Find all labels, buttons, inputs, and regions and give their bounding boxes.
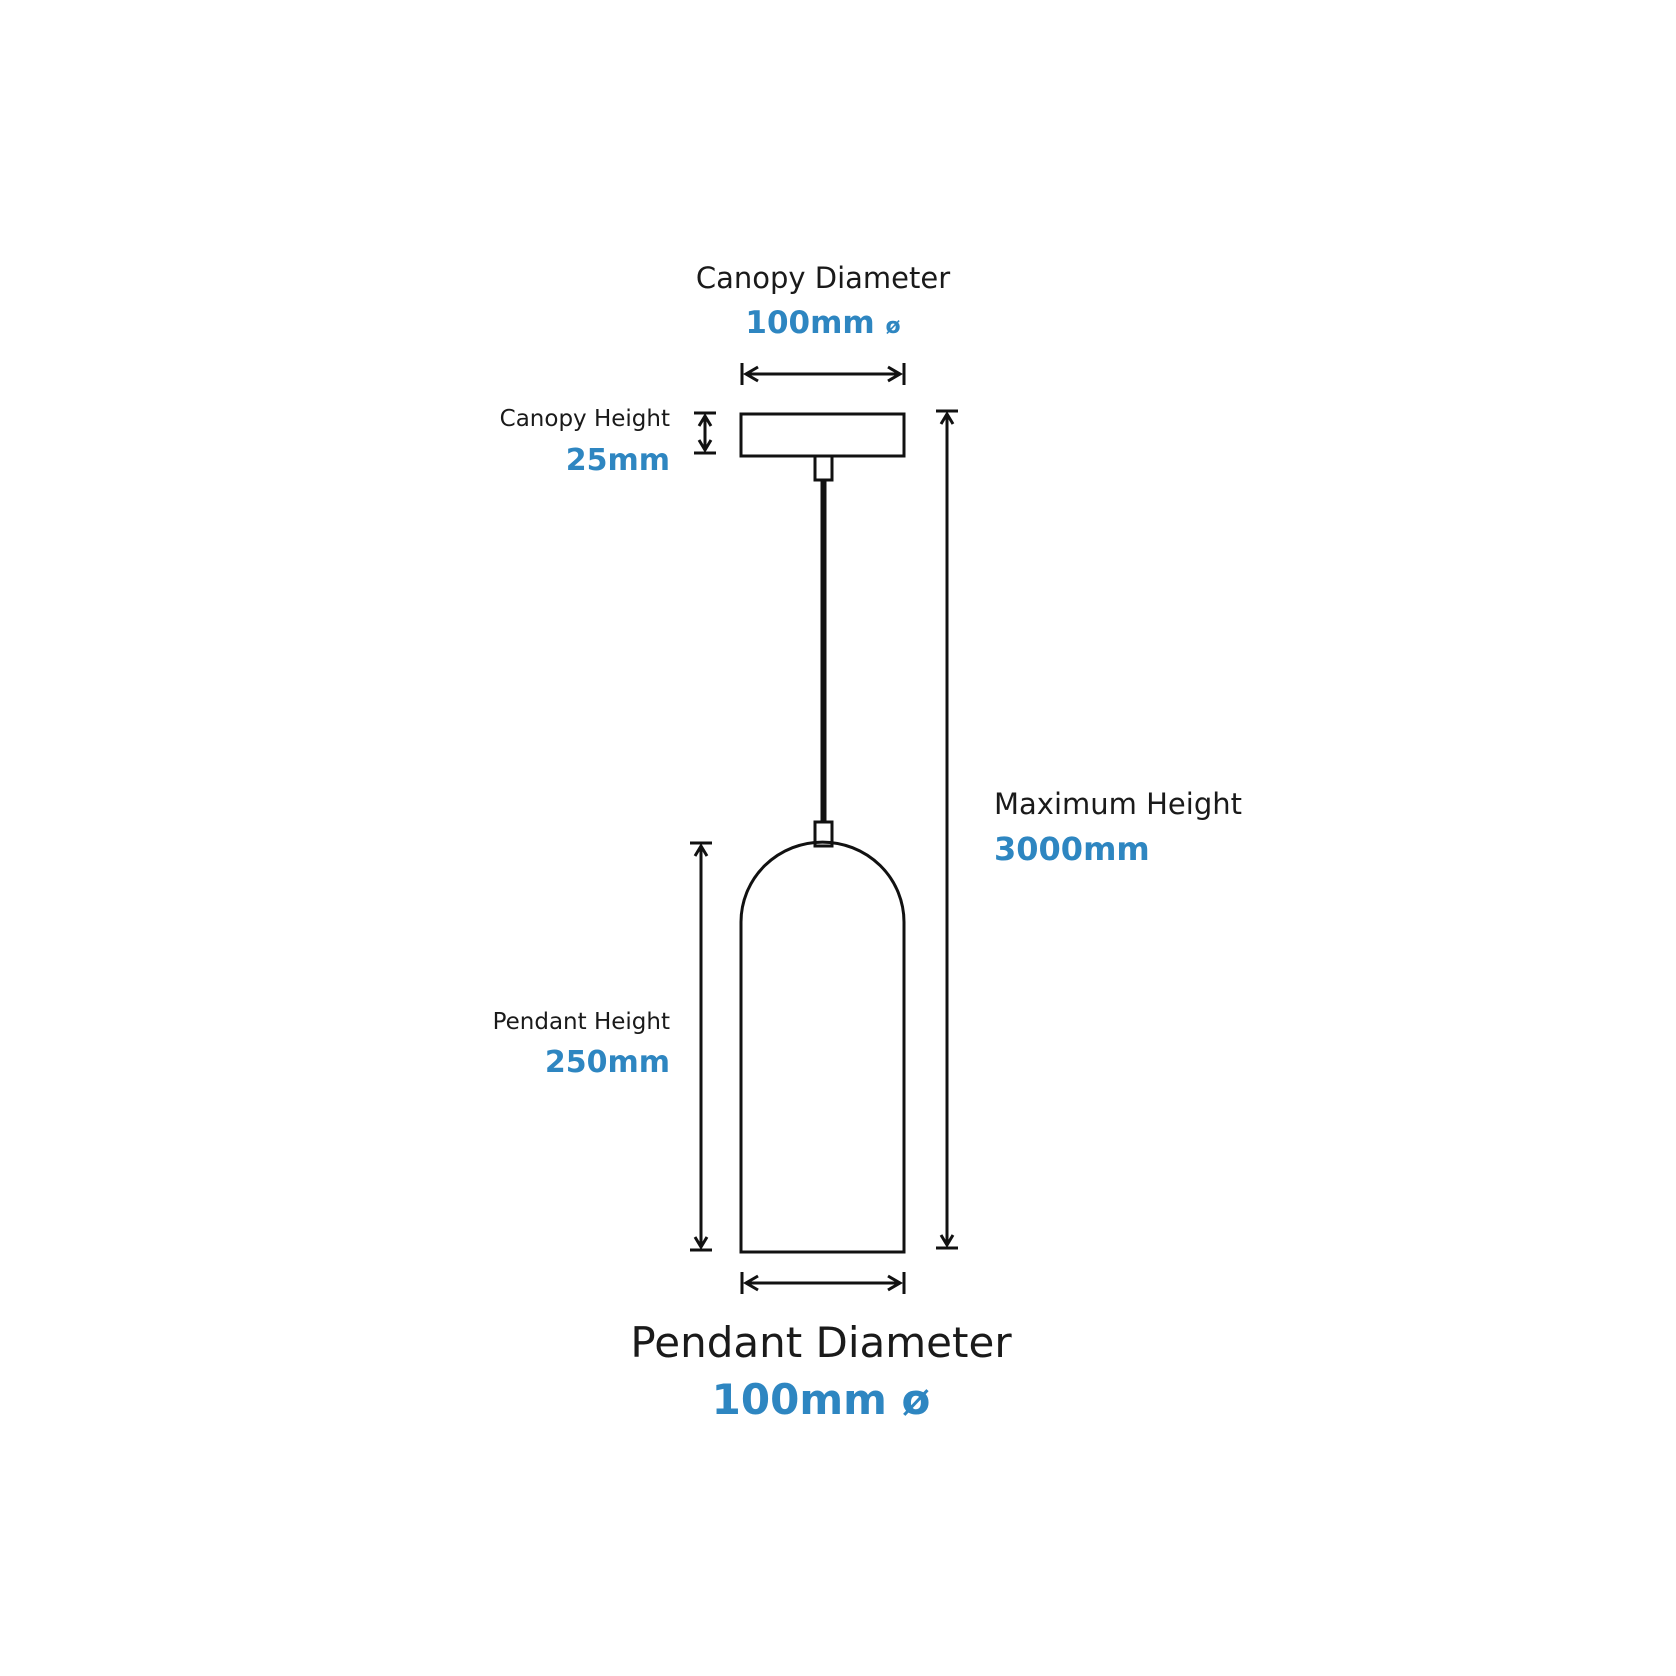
canopy-diameter-value-group: 100mm ø <box>745 308 900 339</box>
shade-cord-grip <box>813 820 834 848</box>
diameter-symbol: ø <box>885 314 901 339</box>
canopy-diameter-label: Canopy Diameter <box>695 261 951 295</box>
pendant-height-dimension <box>690 841 712 1252</box>
canopy-diameter-value: 100mm <box>745 305 875 341</box>
pendant-shade <box>739 840 906 1254</box>
maximum-height-dimension <box>936 409 958 1250</box>
pendant-height-label: Pendant Height <box>492 1009 670 1035</box>
canopy-diameter-dimension <box>740 363 906 385</box>
pendant-diameter-label: Pendant Diameter <box>630 1318 1012 1367</box>
canopy-height-label: Canopy Height <box>499 406 670 432</box>
canopy-height-value: 25mm <box>565 443 670 478</box>
pendant-height-value: 250mm <box>544 1045 670 1080</box>
canopy-shape <box>739 412 906 458</box>
maximum-height-value: 3000mm <box>994 830 1150 868</box>
canopy-height-dimension <box>694 411 716 455</box>
pendant-diameter-value: 100mm ø <box>711 1375 931 1424</box>
pendant-diameter-dimension <box>740 1272 906 1294</box>
canopy-cord-grip <box>813 454 834 482</box>
maximum-height-label: Maximum Height <box>994 787 1242 821</box>
